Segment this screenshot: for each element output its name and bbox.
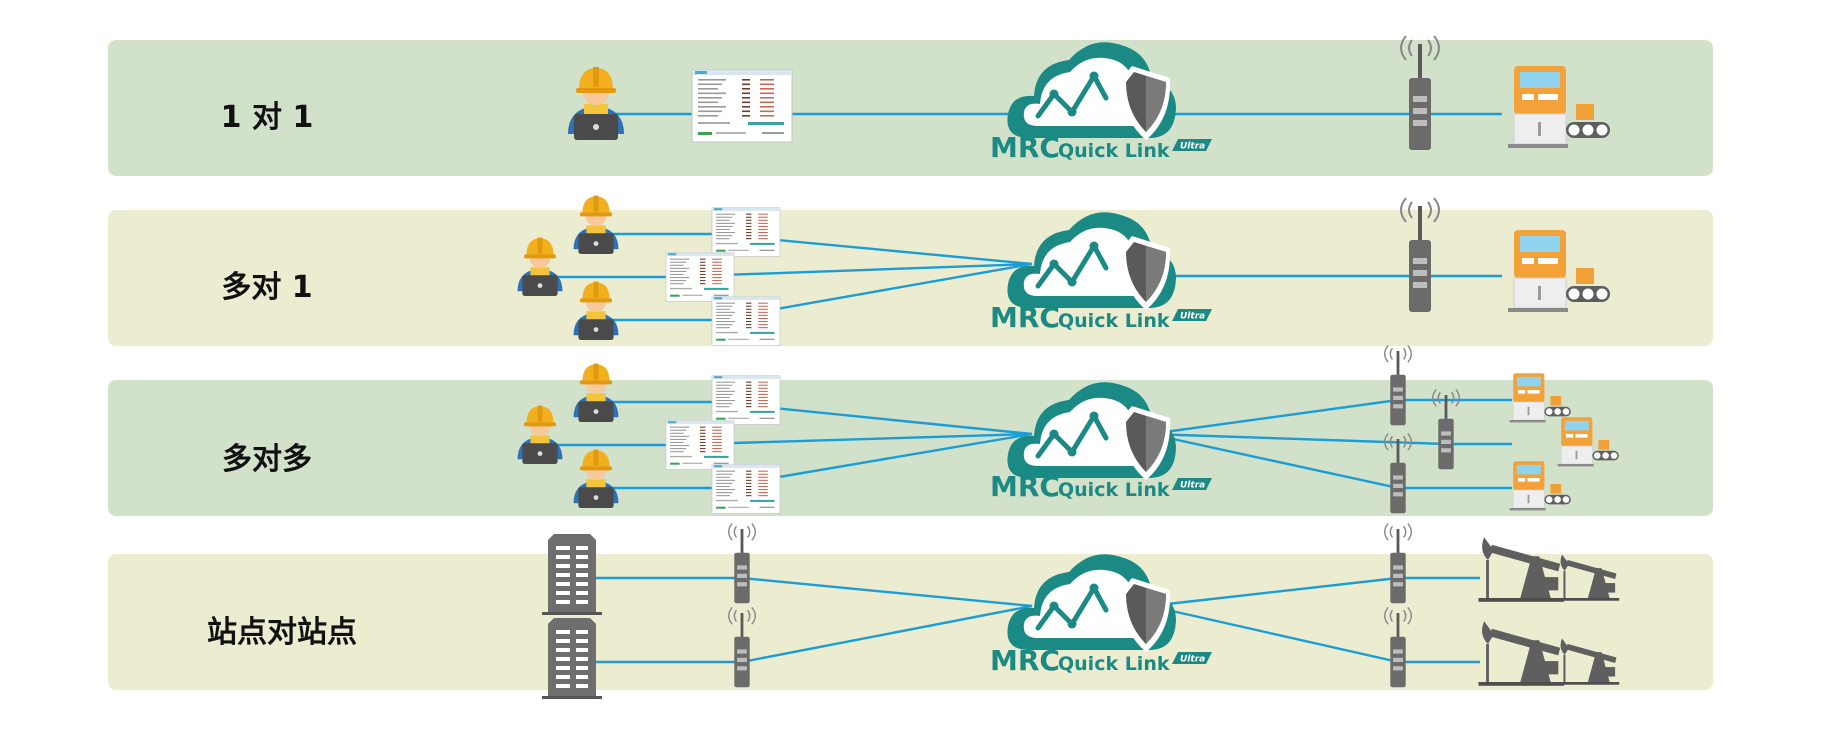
software-window-icon <box>711 464 781 514</box>
office-building-icon <box>542 534 602 615</box>
logo-product-text: Quick Link <box>1058 479 1170 501</box>
software-window-icon <box>665 252 735 302</box>
gateway-router-icon <box>728 606 756 688</box>
logo-badge-text: Ultra <box>1180 655 1205 665</box>
gateway-router-icon <box>1400 197 1440 312</box>
industrial-machine-icon <box>1508 66 1610 148</box>
cloud-shield-icon <box>1007 554 1176 652</box>
row-label-site-to-site: 站点对站点 <box>207 615 357 650</box>
cloud-shield-icon <box>1007 42 1176 140</box>
logo-product-text: Quick Link <box>1058 140 1170 162</box>
industrial-machine-icon <box>1508 230 1610 312</box>
worker-laptop-icon <box>573 363 619 422</box>
gateway-router-icon <box>1384 606 1412 688</box>
industrial-machine-icon <box>1509 373 1571 423</box>
gateway-router-icon <box>1432 388 1460 470</box>
logo-badge-text: Ultra <box>1180 142 1205 152</box>
row-label-many-to-many: 多对多 <box>222 442 312 477</box>
row-label-many-to-one: 多对 1 <box>221 270 313 305</box>
row-band <box>108 210 1713 346</box>
oil-pump-icon <box>1558 554 1620 601</box>
office-building-icon <box>542 618 602 699</box>
link-line <box>1149 398 1399 436</box>
logo-product-text: Quick Link <box>1058 653 1170 675</box>
gateway-router-icon <box>1384 344 1412 426</box>
gateway-router-icon <box>1384 522 1412 604</box>
link-line <box>741 576 1033 608</box>
worker-laptop-icon <box>568 67 624 140</box>
logo-brand-text: MRC <box>990 131 1060 164</box>
link-line <box>1149 432 1399 490</box>
worker-laptop-icon <box>517 405 563 464</box>
software-window-icon <box>711 296 781 346</box>
industrial-machine-icon <box>1509 461 1571 511</box>
software-window-icon <box>711 375 781 425</box>
logo-product-text: Quick Link <box>1058 310 1170 332</box>
link-line <box>741 604 1033 664</box>
logo-brand-text: MRC <box>990 644 1060 677</box>
worker-laptop-icon <box>573 195 619 254</box>
row-band <box>108 380 1713 516</box>
worker-laptop-icon <box>573 281 619 340</box>
software-window-icon <box>665 420 735 470</box>
software-window-icon <box>711 207 781 257</box>
worker-laptop-icon <box>573 449 619 508</box>
software-window-icon <box>691 69 793 143</box>
link-line <box>1149 604 1399 664</box>
logo-badge-text: Ultra <box>1180 481 1205 491</box>
cloud-shield-icon <box>1007 212 1176 310</box>
logo-brand-text: MRC <box>990 470 1060 503</box>
logo-badge-text: Ultra <box>1180 312 1205 322</box>
gateway-router-icon <box>1384 432 1412 514</box>
logo-brand-text: MRC <box>990 301 1060 334</box>
gateway-router-icon <box>1400 35 1440 150</box>
gateway-router-icon <box>728 522 756 604</box>
link-line <box>1149 576 1399 608</box>
cloud-shield-icon <box>1007 382 1176 480</box>
row-label-one-to-one: 1 对 1 <box>220 100 314 135</box>
industrial-machine-icon <box>1557 417 1619 467</box>
row-band <box>108 40 1713 176</box>
oil-pump-icon <box>1558 638 1620 685</box>
worker-laptop-icon <box>517 237 563 296</box>
oil-pump-icon <box>1478 621 1564 686</box>
oil-pump-icon <box>1478 537 1564 602</box>
